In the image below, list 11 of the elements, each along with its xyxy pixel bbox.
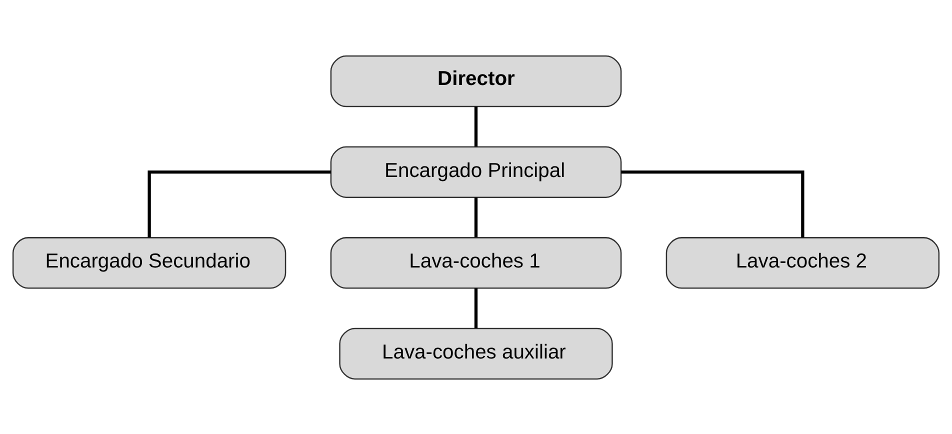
node-box: Director (330, 54, 622, 107)
connector (621, 170, 804, 238)
node-box: Encargado Secundario (12, 236, 286, 288)
node-box: Encargado Principal (330, 146, 622, 198)
connector (474, 106, 478, 146)
connector (474, 288, 478, 328)
node-box: Lava-coches 1 (330, 236, 622, 288)
node-box: Lava-coches auxiliar (339, 327, 613, 380)
connector (474, 196, 478, 237)
connector (148, 170, 331, 238)
node-box: Lava-coches 2 (666, 236, 940, 288)
